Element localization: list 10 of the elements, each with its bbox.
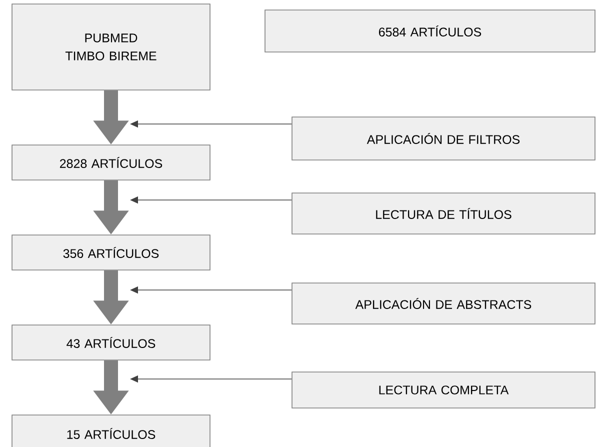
process-box: 2828 ARTÍCULOS	[12, 144, 210, 180]
process-box: 43 ARTÍCULOS	[12, 324, 210, 360]
process-box: APLICACIÓN DE FILTROS	[292, 116, 596, 160]
process-box: 6584 ARTÍCULOS	[264, 10, 596, 52]
process-box: LECTURA COMPLETA	[292, 372, 596, 408]
process-box: 356 ARTÍCULOS	[12, 234, 210, 270]
process-box: APLICACIÓN DE ABSTRACTS	[292, 282, 596, 324]
process-box: LECTURA DE TÍTULOS	[292, 192, 596, 234]
process-box: PUBMED TIMBO BIREME	[12, 4, 210, 90]
process-box: 15 ARTÍCULOS	[12, 414, 210, 447]
